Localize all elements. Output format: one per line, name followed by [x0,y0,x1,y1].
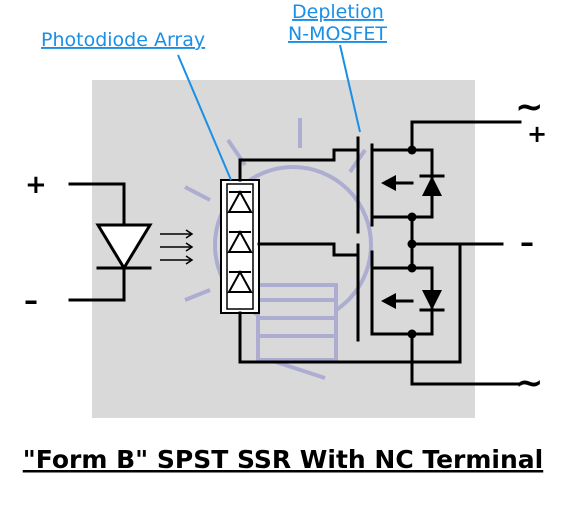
output-ac-top-plus: + [527,120,547,148]
output-minus-terminal: – [520,226,534,259]
gate-wire-mid [257,242,358,257]
light-emission-arrows [160,229,194,265]
led-icon [95,223,153,271]
input-plus-terminal: + [25,170,47,200]
mosfet-icon [356,120,522,246]
output-ac-bottom-terminal: ~ [515,363,544,403]
gate-wire-top [238,148,358,182]
input-minus-terminal: – [24,284,38,317]
photodiode-callout-line [177,54,232,181]
component-body-panel [92,80,475,418]
mosfet-callout-line [339,44,361,133]
input-led [68,182,194,302]
body-diode-icon [419,290,445,312]
nmosfet-label: N-MOSFET [288,23,387,45]
depletion-label: Depletion [292,1,384,23]
source-wire [238,242,462,364]
diagram-title: "Form B" SPST SSR With NC Terminal [23,445,544,474]
photodiode-icon [227,229,253,253]
mosfet-icon [356,242,522,386]
photodiode-icon [227,189,253,213]
body-diode-icon [419,174,445,196]
photodiode-array [220,179,260,314]
photodiode-array-label: Photodiode Array [41,29,205,51]
output-ac-top-terminal: ~ [515,87,544,127]
photodiode-icon [227,269,253,293]
